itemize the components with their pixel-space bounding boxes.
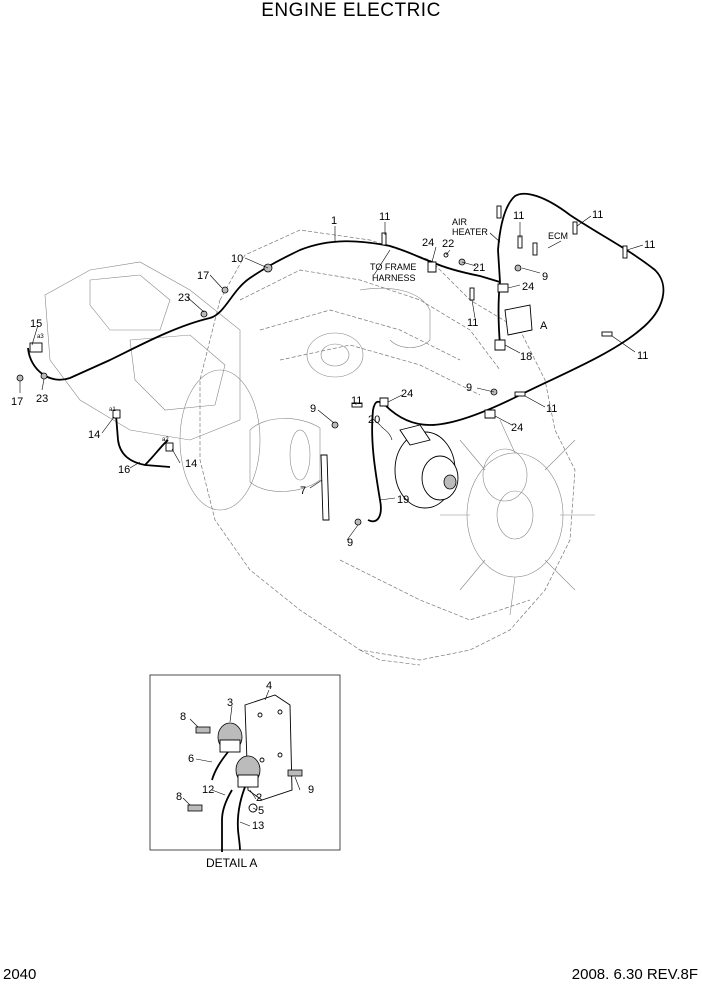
callout-11: 11 bbox=[513, 210, 524, 222]
callout-12: 12 bbox=[202, 784, 214, 796]
callout-9: 9 bbox=[466, 382, 472, 394]
callout-24: 24 bbox=[511, 422, 523, 434]
callout-24: 24 bbox=[522, 281, 534, 293]
air-heater-note-2: HEATER bbox=[452, 227, 488, 237]
air-heater-note: AIR bbox=[452, 217, 468, 227]
callout-19: 19 bbox=[397, 494, 409, 506]
callout-5: 5 bbox=[258, 805, 264, 817]
callout-9: 9 bbox=[542, 271, 548, 283]
callout-10: 10 bbox=[231, 253, 243, 265]
callout-9: 9 bbox=[310, 403, 316, 415]
callout-2: 2 bbox=[256, 792, 262, 804]
detail-a-caption: DETAIL A bbox=[206, 856, 257, 870]
callout-11: 11 bbox=[592, 209, 603, 221]
callout-23: 23 bbox=[178, 292, 190, 304]
callout-17: 17 bbox=[197, 270, 209, 282]
callouts-main-view: 1 11 10 17 23 15 17 23 14 16 14 24 22 21… bbox=[11, 209, 655, 549]
harness-clips bbox=[16, 205, 628, 526]
callout-21: 21 bbox=[473, 262, 485, 274]
callout-9: 9 bbox=[347, 537, 353, 549]
callout-a: A bbox=[540, 320, 548, 332]
callout-11: 11 bbox=[637, 350, 648, 362]
callout-6: 6 bbox=[188, 753, 194, 765]
engine-outline bbox=[44, 229, 595, 666]
page-number: 2040 bbox=[3, 966, 37, 983]
callout-20: 20 bbox=[368, 414, 380, 426]
callout-3: 3 bbox=[227, 697, 233, 709]
a1-mark: a1 bbox=[109, 407, 116, 413]
callout-24: 24 bbox=[401, 388, 413, 400]
callout-11: 11 bbox=[379, 211, 390, 223]
callout-23: 23 bbox=[36, 393, 48, 405]
callout-11: 11 bbox=[467, 317, 478, 329]
callout-18: 18 bbox=[520, 351, 532, 363]
to-frame-harness-note-2: HARNESS bbox=[372, 273, 416, 283]
a2-mark: a2 bbox=[162, 437, 169, 443]
detail-a: 4 3 8 6 9 8 12 2 5 13 DETAIL A bbox=[149, 674, 341, 870]
starter-motor bbox=[249, 418, 321, 492]
callout-17: 17 bbox=[11, 396, 23, 408]
to-frame-harness-note: TO FRAME bbox=[370, 262, 416, 272]
callout-4: 4 bbox=[266, 680, 272, 692]
leader-lines bbox=[19, 215, 644, 541]
a3-mark: a3 bbox=[37, 334, 44, 340]
ecm-note: ECM bbox=[548, 231, 568, 241]
callout-1: 1 bbox=[331, 215, 337, 227]
callout-8: 8 bbox=[176, 791, 182, 803]
revision-date: 2008. 6.30 REV.8F bbox=[571, 966, 698, 983]
alternator bbox=[394, 424, 459, 509]
callout-24: 24 bbox=[422, 237, 434, 249]
callout-13: 13 bbox=[252, 820, 264, 832]
callout-16: 16 bbox=[118, 464, 130, 476]
callout-11: 11 bbox=[644, 239, 655, 251]
callout-9: 9 bbox=[308, 784, 314, 796]
page-title: ENGINE ELECTRIC bbox=[261, 0, 441, 21]
callout-11: 11 bbox=[351, 395, 362, 407]
detail-a-frame bbox=[149, 674, 341, 851]
callout-15: 15 bbox=[30, 318, 42, 330]
callout-8: 8 bbox=[180, 711, 186, 723]
callout-14: 14 bbox=[185, 458, 197, 470]
callout-11: 11 bbox=[546, 403, 557, 415]
callout-7: 7 bbox=[300, 485, 306, 497]
callout-14: 14 bbox=[88, 429, 100, 441]
callout-22: 22 bbox=[442, 238, 454, 250]
